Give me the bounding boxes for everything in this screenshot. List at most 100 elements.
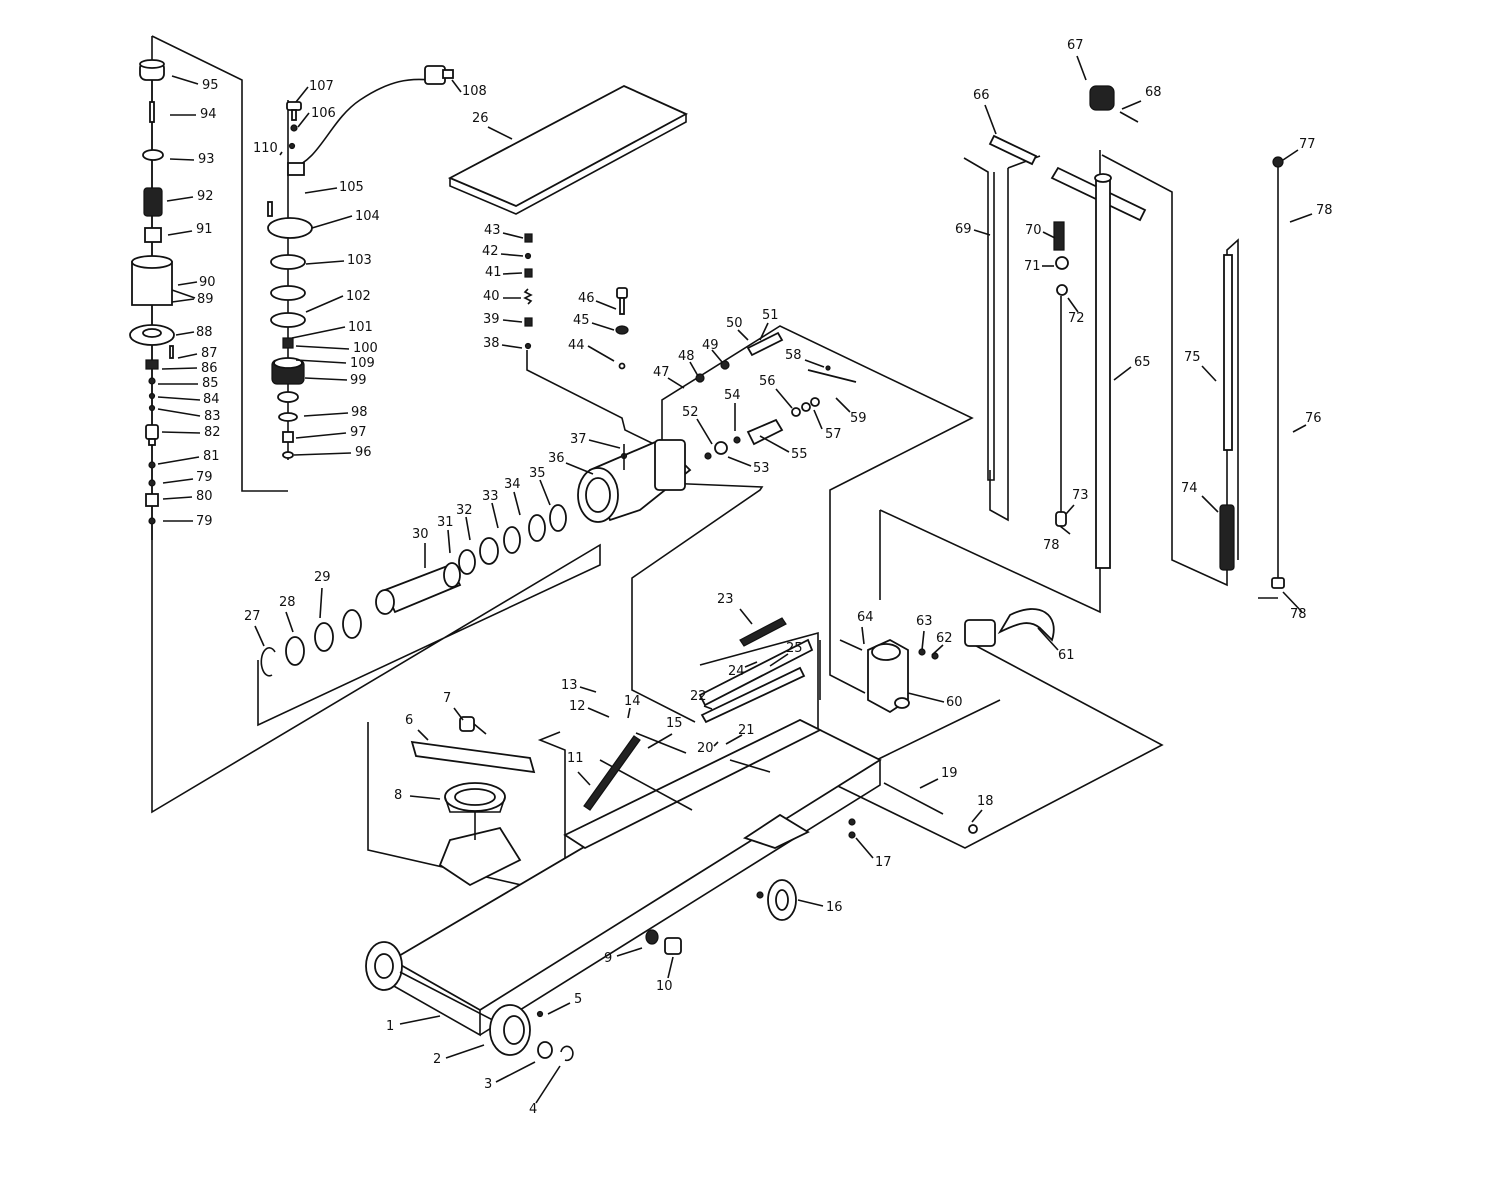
leader-6 [417,729,429,741]
callout-label-31: 31 [437,515,454,530]
leader-25 [769,653,789,667]
leader-lines [157,55,1313,1104]
leader-102 [305,295,344,313]
callout-label-99: 99 [350,373,367,388]
callout-label-79b: 79 [196,514,213,529]
leader-14 [627,707,631,719]
part-65-handle-tube [1095,177,1111,569]
callout-label-13: 13 [561,678,578,693]
leader-78c [1282,591,1303,613]
part-80-seat [145,493,159,507]
callout-label-97: 97 [350,425,367,440]
leader-83 [157,408,201,417]
callout-label-9: 9 [604,951,612,966]
callout-label-78c: 78 [1290,607,1307,622]
leader-108 [451,79,462,93]
leader-32 [465,516,471,541]
part-91-nut [144,227,162,243]
callout-label-41: 41 [485,265,502,280]
leader-1 [399,1015,441,1025]
part-94-pin [149,101,155,123]
leader-87 [177,353,198,359]
part-95-cap [139,59,165,81]
leader-49 [711,349,723,363]
callout-label-40: 40 [483,289,500,304]
callout-label-12: 12 [569,699,586,714]
callout-label-70: 70 [1025,223,1042,238]
callout-label-68: 68 [1145,85,1162,100]
callout-label-63: 63 [916,614,933,629]
part-8-saddle [444,782,506,813]
callout-label-28: 28 [279,595,296,610]
part-3-washer [537,1041,553,1059]
callout-label-94: 94 [200,107,217,122]
callout-label-44: 44 [568,338,585,353]
ram-seal-parts [260,504,567,677]
part-36-pump-body [577,438,692,523]
leader-4 [535,1065,561,1104]
part-6-link [410,740,536,774]
callout-label-106: 106 [311,106,336,121]
callout-label-54: 54 [724,388,741,403]
leader-38 [501,344,523,349]
leader-78a [1289,213,1313,223]
part-86-nut [145,359,159,370]
callout-label-110: 110 [253,141,278,156]
leader-31 [447,529,451,554]
callout-label-62: 62 [936,631,953,646]
leader-48 [689,361,699,377]
leader-36 [565,462,594,475]
part-88-flange [129,324,175,346]
callout-label-53: 53 [753,461,770,476]
callout-label-2: 2 [433,1052,441,1067]
leader-21 [725,734,743,745]
leader-64 [861,626,865,645]
callout-label-60: 60 [946,695,963,710]
callout-label-52: 52 [682,405,699,420]
leader-45 [591,322,615,331]
callout-label-30: 30 [412,527,429,542]
part-74-spring [1219,504,1235,571]
leader-101 [291,326,346,339]
leader-8 [409,795,441,800]
leader-2 [445,1044,485,1059]
callout-label-85: 85 [202,376,219,391]
leader-93 [169,158,195,161]
leader-110 [279,151,283,156]
callout-label-43: 43 [484,223,501,238]
part-10-nut [664,937,682,955]
leader-56 [775,388,793,409]
part-105-block [287,162,305,176]
callout-label-102: 102 [346,289,371,304]
leader-74 [1201,495,1219,513]
callout-label-26: 26 [472,111,489,126]
callout-label-88: 88 [196,325,213,340]
callout-label-42: 42 [482,244,499,259]
callout-label-101: 101 [348,320,373,335]
callout-label-35: 35 [529,466,546,481]
leader-88 [175,331,195,336]
leader-57 [813,409,823,430]
callout-label-80: 80 [196,489,213,504]
callout-label-38: 38 [483,336,500,351]
part-87-screw [169,345,174,359]
callout-label-5: 5 [574,992,582,1007]
callout-label-49: 49 [702,338,719,353]
callout-label-83: 83 [204,409,221,424]
leader-103 [305,260,345,265]
callout-label-56: 56 [759,374,776,389]
callout-label-57: 57 [825,427,842,442]
callout-label-51: 51 [762,308,779,323]
part-75-rod [1223,254,1233,451]
part-90-reservoir [131,255,196,306]
callout-label-32: 32 [456,503,473,518]
callout-label-11: 11 [567,751,584,766]
leader-11 [577,771,591,786]
leader-96 [293,452,352,456]
leader-66 [984,104,997,135]
leader-37 [588,439,621,449]
leader-67 [1076,55,1087,81]
leader-51 [759,322,769,341]
leader-16 [797,899,824,907]
